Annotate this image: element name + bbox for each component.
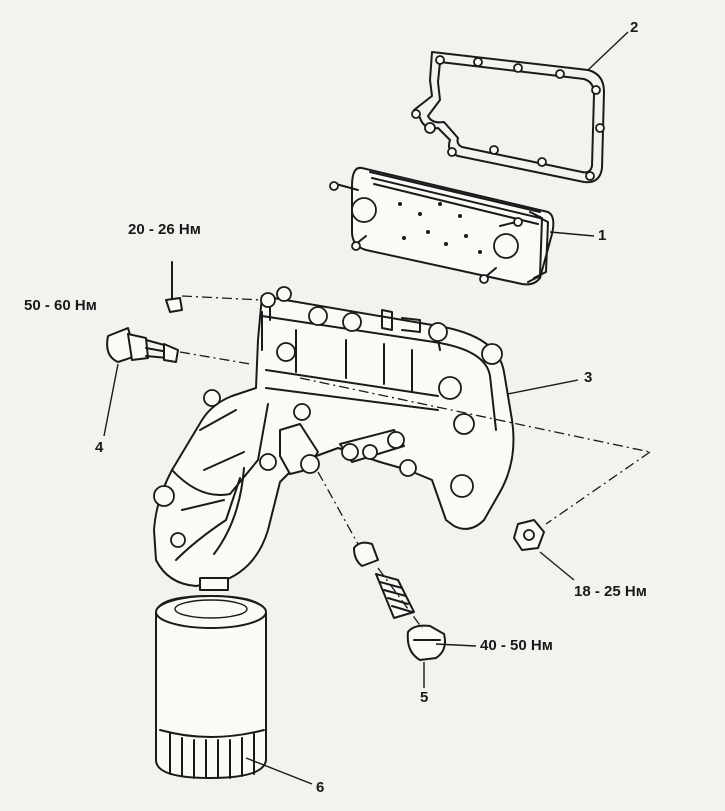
centerlines	[179, 295, 651, 629]
callout-1: 1	[598, 227, 607, 244]
callout-2: 2	[630, 19, 639, 36]
torque-label-stud: 20 - 26 Нм	[128, 221, 201, 238]
oil-cooler-part-1	[329, 166, 555, 286]
callout-3: 3	[584, 369, 593, 386]
torque-label-relief-valve: 40 - 50 Нм	[480, 637, 553, 654]
mounting-nut	[513, 519, 545, 551]
callout-5: 5	[420, 689, 429, 706]
torque-label-nut: 18 - 25 Нм	[574, 583, 647, 600]
stud-bolt	[165, 261, 183, 313]
callout-6: 6	[316, 779, 325, 796]
pressure-switch-part-4	[106, 327, 179, 363]
oil-filter-part-6	[155, 595, 267, 779]
torque-label-pressure-switch: 50 - 60 Нм	[24, 297, 97, 314]
gasket-part-2	[411, 51, 605, 184]
callout-4: 4	[95, 439, 104, 456]
leader-lines	[103, 31, 629, 785]
relief-valve-part-5	[353, 541, 446, 661]
filter-housing-part-3	[153, 286, 515, 591]
